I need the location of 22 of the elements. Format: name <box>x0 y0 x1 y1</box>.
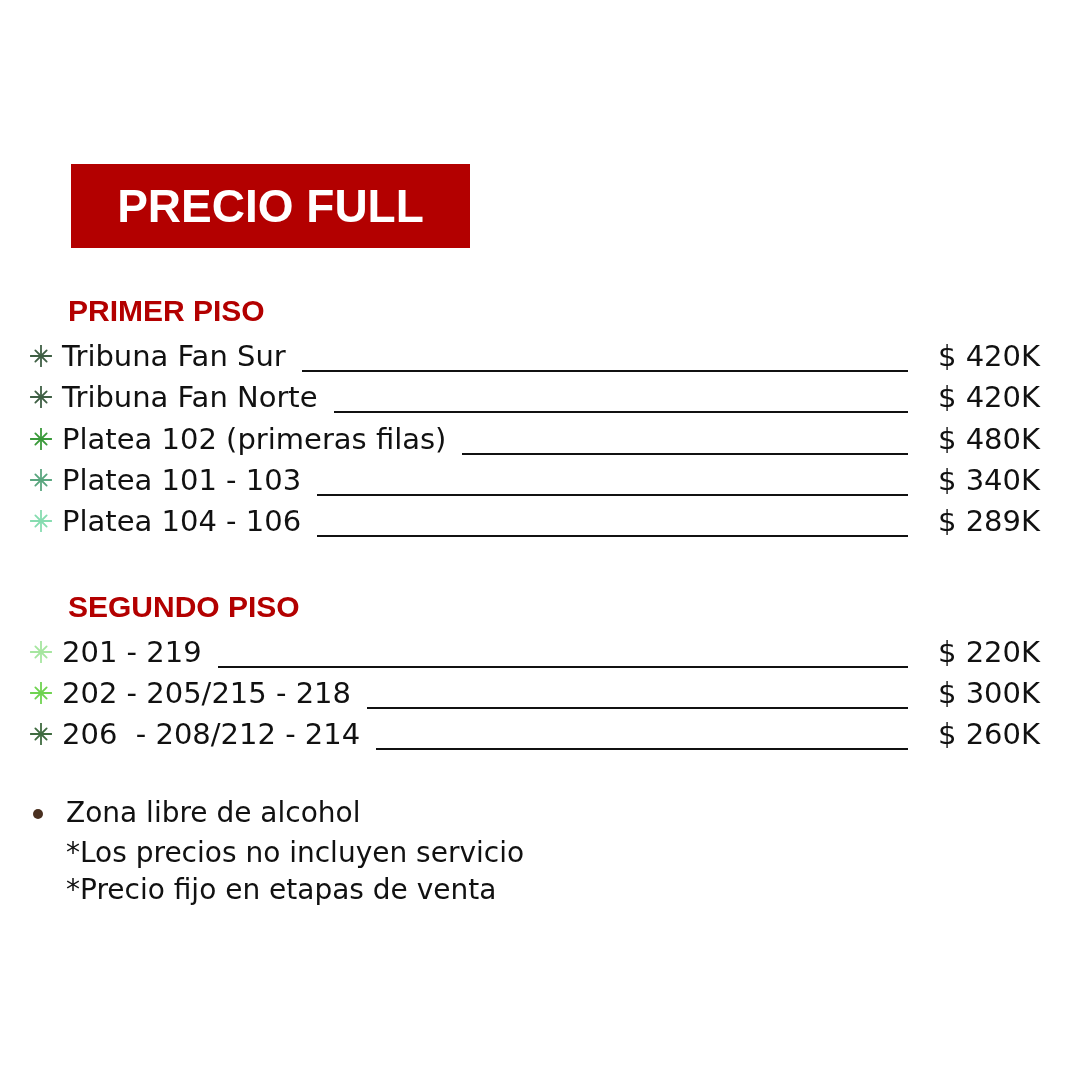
price: $ 300K <box>938 675 1041 712</box>
section-heading: SEGUNDO PISO <box>68 590 300 624</box>
seat-zone: 202 - 205/215 - 218 <box>62 675 351 711</box>
price: $ 420K <box>938 338 1041 375</box>
seat-zone: Tribuna Fan Norte <box>62 379 318 415</box>
price: $ 260K <box>938 716 1041 753</box>
price: $ 220K <box>938 634 1041 671</box>
section-heading: PRIMER PISO <box>68 294 265 328</box>
seat-zone: Tribuna Fan Sur <box>62 338 286 374</box>
footnote: *Precio fijo en etapas de venta <box>66 872 497 908</box>
title-banner: PRECIO FULL <box>71 164 470 248</box>
seat-zone: Platea 102 (primeras filas) <box>62 421 447 457</box>
bullet-text: Zona libre de alcohol <box>66 795 361 831</box>
seat-zone: Platea 104 - 106 <box>62 503 302 539</box>
seat-zone: 201 - 219 <box>62 634 202 670</box>
price: $ 340K <box>938 462 1041 499</box>
price: $ 420K <box>938 379 1041 416</box>
seat-zone: Platea 101 - 103 <box>62 462 302 498</box>
price: $ 289K <box>938 503 1041 540</box>
price: $ 480K <box>938 421 1041 458</box>
footnote: *Los precios no incluyen servicio <box>66 835 525 871</box>
seat-zone: 206 - 208/212 - 214 <box>62 716 361 752</box>
